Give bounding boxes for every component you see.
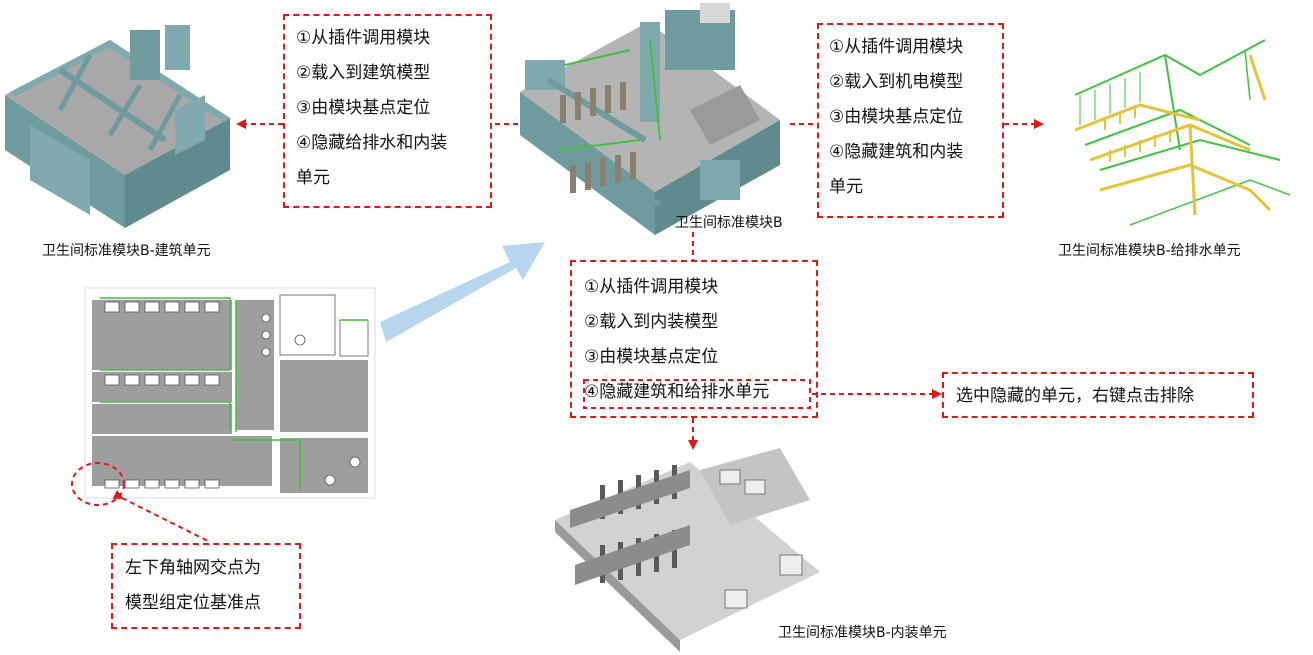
steps-box-architecture: ①从插件调用模块 ②载入到建筑模型 ③由模块基点定位 ④隐藏给排水和内装 单元	[283, 14, 492, 208]
step-4: ④隐藏建筑和给排水单元	[584, 382, 770, 402]
highlight-hide-step	[583, 379, 811, 409]
step-4: ④隐藏给排水和内装	[296, 133, 448, 153]
caption-mep: 卫生间标准模块B-给排水单元	[1058, 243, 1241, 259]
origin-note-line-1: 左下角轴网交点为	[125, 558, 261, 578]
step-4-cont: 单元	[296, 168, 330, 188]
step-2: ②载入到机电模型	[829, 72, 964, 92]
caption-architecture: 卫生间标准模块B-建筑单元	[42, 243, 211, 259]
caption-interior: 卫生间标准模块B-内装单元	[778, 625, 947, 641]
step-4: ④隐藏建筑和内装	[829, 142, 964, 162]
step-1: ①从插件调用模块	[829, 37, 964, 57]
connector-origin	[112, 489, 211, 543]
combined-model-image	[520, 3, 780, 235]
origin-note-box: 左下角轴网交点为 模型组定位基准点	[111, 543, 301, 629]
step-2: ②载入到建筑模型	[296, 63, 431, 83]
step-2: ②载入到内装模型	[584, 312, 719, 332]
origin-point-marker	[71, 462, 125, 506]
exclude-note-box: 选中隐藏的单元，右键点击排除	[942, 372, 1254, 418]
interior-model-image	[555, 448, 820, 652]
origin-note-line-2: 模型组定位基准点	[125, 593, 261, 613]
architecture-model-image	[5, 25, 230, 228]
flow-arrow-blue	[380, 242, 545, 342]
steps-box-interior: ①从插件调用模块 ②载入到内装模型 ③由模块基点定位 ④隐藏建筑和给排水单元	[570, 260, 818, 418]
exclude-note-text: 选中隐藏的单元，右键点击排除	[956, 386, 1194, 406]
step-3: ③由模块基点定位	[296, 98, 431, 118]
step-3: ③由模块基点定位	[584, 347, 719, 367]
step-3: ③由模块基点定位	[829, 107, 964, 127]
floor-plan-image	[84, 287, 376, 499]
caption-center: 卫生间标准模块B	[675, 215, 783, 231]
step-1: ①从插件调用模块	[296, 28, 431, 48]
steps-box-mep: ①从插件调用模块 ②载入到机电模型 ③由模块基点定位 ④隐藏建筑和内装 单元	[817, 23, 1004, 218]
step-4-cont: 单元	[829, 177, 863, 197]
mep-model-image	[1074, 39, 1291, 226]
step-1: ①从插件调用模块	[584, 277, 719, 297]
